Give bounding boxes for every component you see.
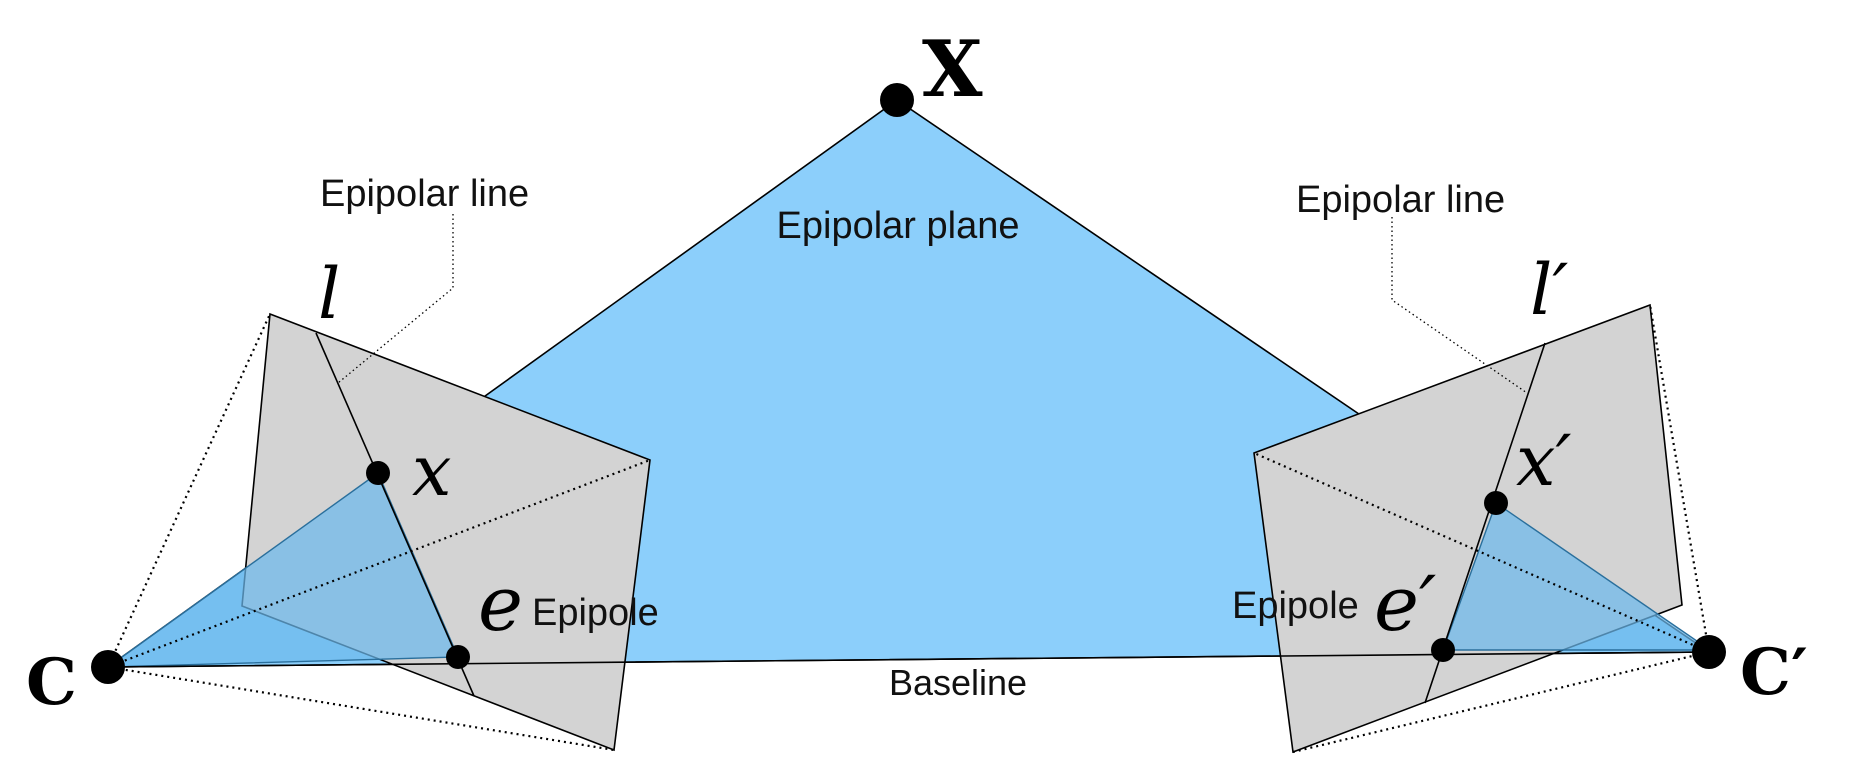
camera-right-label: C′: [1740, 635, 1808, 710]
epipolar-line-right-label: Epipolar line: [1296, 179, 1505, 221]
epipolar-line-left-label: Epipolar line: [320, 173, 529, 215]
image-point-right-dot: [1484, 491, 1508, 515]
left-epipolar-line: [315, 332, 475, 697]
line-left-symbol: l: [318, 253, 340, 335]
image-point-left-symbol: x: [412, 430, 451, 512]
right-image-plane: [1253, 303, 1683, 754]
camera-left-dot: [91, 650, 125, 684]
epipole-right-dot: [1431, 638, 1455, 662]
right-epipolar-leader: [1391, 217, 1528, 394]
left-projection-triangle: [105, 471, 460, 668]
point-X-dot: [880, 83, 914, 117]
camera-left-label: C: [26, 645, 77, 720]
image-point-right-symbol: x′: [1516, 420, 1571, 502]
baseline-label: Baseline: [889, 662, 1027, 703]
epipole-left-text: Epipole: [532, 592, 659, 634]
epipole-right-text: Epipole: [1232, 585, 1359, 627]
point-X-label: X: [922, 24, 983, 115]
left-frustum-top-right: [107, 458, 651, 669]
epipole-right-symbol: e′: [1374, 559, 1436, 648]
epipole-left-symbol: e: [478, 559, 523, 648]
right-frustum-top-right: [1648, 304, 1711, 653]
left-frustum-bottom: [107, 665, 615, 752]
image-point-left-dot: [366, 461, 390, 485]
camera-right-dot: [1692, 635, 1726, 669]
line-right-symbol: l′: [1530, 249, 1568, 331]
epipolar-plane-label: Epipolar plane: [777, 205, 1020, 247]
epipole-left-dot: [446, 645, 470, 669]
right-projection-triangle: [1442, 501, 1713, 651]
